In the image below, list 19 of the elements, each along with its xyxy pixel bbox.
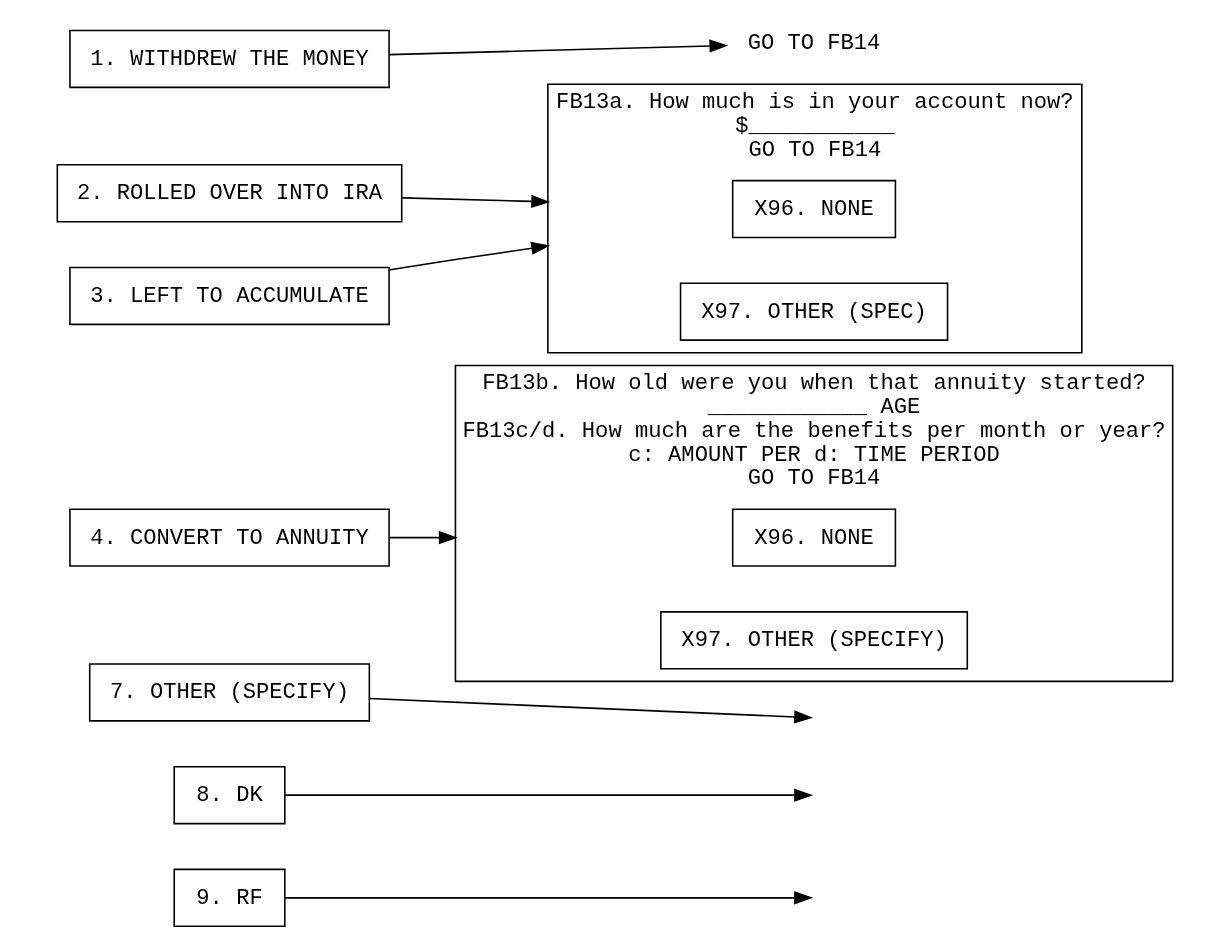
node-box: 3. LEFT TO ACCUMULATE [69, 266, 390, 326]
node-box: X96. NONE [731, 179, 897, 239]
node-box: 1. WITHDREW THE MONEY [69, 29, 390, 89]
node-box: X97. OTHER (SPECIFY) [660, 611, 969, 670]
node-box: 9. RF [173, 868, 286, 928]
node-box: 4. CONVERT TO ANNUITY [69, 508, 390, 567]
arrow [284, 891, 814, 905]
arrow [388, 39, 729, 56]
node-box: X96. NONE [731, 508, 897, 567]
arrow [388, 531, 458, 545]
arrow [388, 241, 551, 271]
arrow [284, 788, 814, 802]
node-box: 2. ROLLED OVER INTO IRA [56, 164, 403, 223]
arrow [368, 697, 814, 724]
node-box: 8. DK [173, 765, 286, 825]
node-text: GO TO FB14 [747, 31, 881, 56]
node-box: X97. OTHER (SPEC) [679, 282, 949, 341]
node-box: 7. OTHER (SPECIFY) [88, 663, 371, 722]
arrow [401, 194, 551, 209]
